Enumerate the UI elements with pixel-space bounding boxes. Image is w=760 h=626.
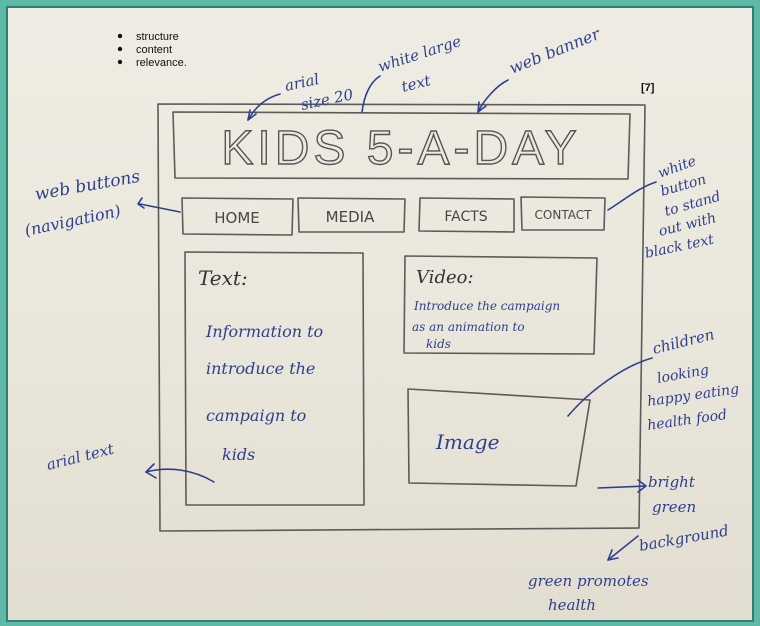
- annotation-arrowhead: [607, 549, 619, 561]
- bullet-item: relevance.: [136, 57, 187, 69]
- banner-title: KIDS 5-A-DAY: [221, 122, 580, 175]
- svg-text:health: health: [548, 596, 596, 614]
- svg-text:text: text: [400, 71, 434, 96]
- text-box: [184, 251, 365, 506]
- annotation-arrow: [139, 203, 181, 213]
- annotation-arrow: [477, 79, 509, 113]
- annotation-arrowhead: [247, 109, 257, 121]
- annotation-arrowhead: [145, 463, 157, 479]
- svg-text:background: background: [638, 521, 731, 554]
- annotation-arial-text: arial text: [45, 440, 215, 483]
- nav-label-home: HOME: [214, 209, 260, 227]
- bullet-item: structure: [136, 31, 179, 43]
- nav-button-contact[interactable]: [520, 196, 606, 231]
- printed-bullet-list: structure content relevance.: [117, 31, 187, 69]
- text-box-heading: Text:: [198, 266, 248, 290]
- text-box-line: campaign to: [206, 406, 306, 425]
- svg-text:web banner: web banner: [506, 24, 603, 78]
- svg-text:children: children: [651, 325, 716, 358]
- video-box: [403, 255, 598, 355]
- annotation-arrow: [247, 93, 281, 121]
- svg-text:green promotes: green promotes: [528, 572, 649, 590]
- annotation-web-buttons: web buttons (navigation): [23, 167, 181, 240]
- annotation-arrowhead: [137, 197, 145, 209]
- video-box-line: as an animation to: [412, 320, 525, 334]
- svg-text:(navigation): (navigation): [23, 201, 123, 240]
- image-box: [407, 388, 591, 487]
- svg-text:web buttons: web buttons: [33, 167, 141, 205]
- bullet-dot: [117, 46, 123, 52]
- image-box-label: Image: [435, 430, 499, 454]
- annotation-arrowhead: [477, 101, 487, 113]
- bullet-dot: [117, 33, 123, 39]
- annotation-arrow: [361, 75, 381, 113]
- annotation-arrowhead: [637, 479, 647, 493]
- nav-bar: HOME MEDIA FACTS CONTACT: [181, 196, 606, 236]
- annotation-arrow: [607, 535, 639, 561]
- nav-button-facts[interactable]: [418, 197, 515, 233]
- svg-text:health food: health food: [646, 407, 728, 434]
- nav-button-media[interactable]: [297, 197, 406, 233]
- bullet-item: content: [136, 44, 172, 56]
- annotation-green-promotes: green promotes health: [528, 572, 649, 614]
- nav-label-facts: FACTS: [444, 209, 487, 225]
- wireframe-sketch: structure content relevance. [7] KIDS 5-…: [23, 24, 740, 614]
- text-box-line: introduce the: [206, 359, 315, 378]
- nav-label-contact: CONTACT: [535, 208, 593, 222]
- annotation-arrow: [567, 357, 653, 417]
- annotation-arrow: [145, 468, 215, 483]
- annotation-white-button: white button to stand out with black tex…: [607, 153, 723, 262]
- bullet-dot: [117, 59, 123, 65]
- svg-text:green: green: [652, 498, 696, 516]
- text-box-line: kids: [222, 445, 255, 464]
- nav-button-home[interactable]: [181, 197, 294, 236]
- annotation-arrow: [607, 181, 657, 211]
- annotation-bright-green: bright green background: [597, 473, 731, 561]
- nav-label-media: MEDIA: [326, 208, 375, 226]
- text-box-line: Information to: [205, 322, 323, 341]
- banner-box: [172, 111, 631, 180]
- page-marker: [7]: [641, 82, 655, 94]
- video-box-line: kids: [426, 337, 451, 351]
- svg-text:arial: arial: [283, 70, 321, 95]
- svg-text:looking: looking: [656, 362, 710, 387]
- video-box-line: Introduce the campaign: [413, 299, 560, 313]
- annotation-white-large: white large text: [361, 32, 464, 113]
- svg-text:white large: white large: [376, 32, 464, 76]
- svg-text:black text: black text: [644, 232, 716, 262]
- video-box-heading: Video:: [416, 267, 474, 288]
- svg-text:arial text: arial text: [45, 440, 117, 474]
- svg-text:bright: bright: [648, 473, 696, 491]
- sketch-paper: structure content relevance. [7] KIDS 5-…: [6, 6, 754, 622]
- annotation-arrow: [597, 485, 647, 489]
- annotation-web-banner: web banner: [477, 24, 604, 113]
